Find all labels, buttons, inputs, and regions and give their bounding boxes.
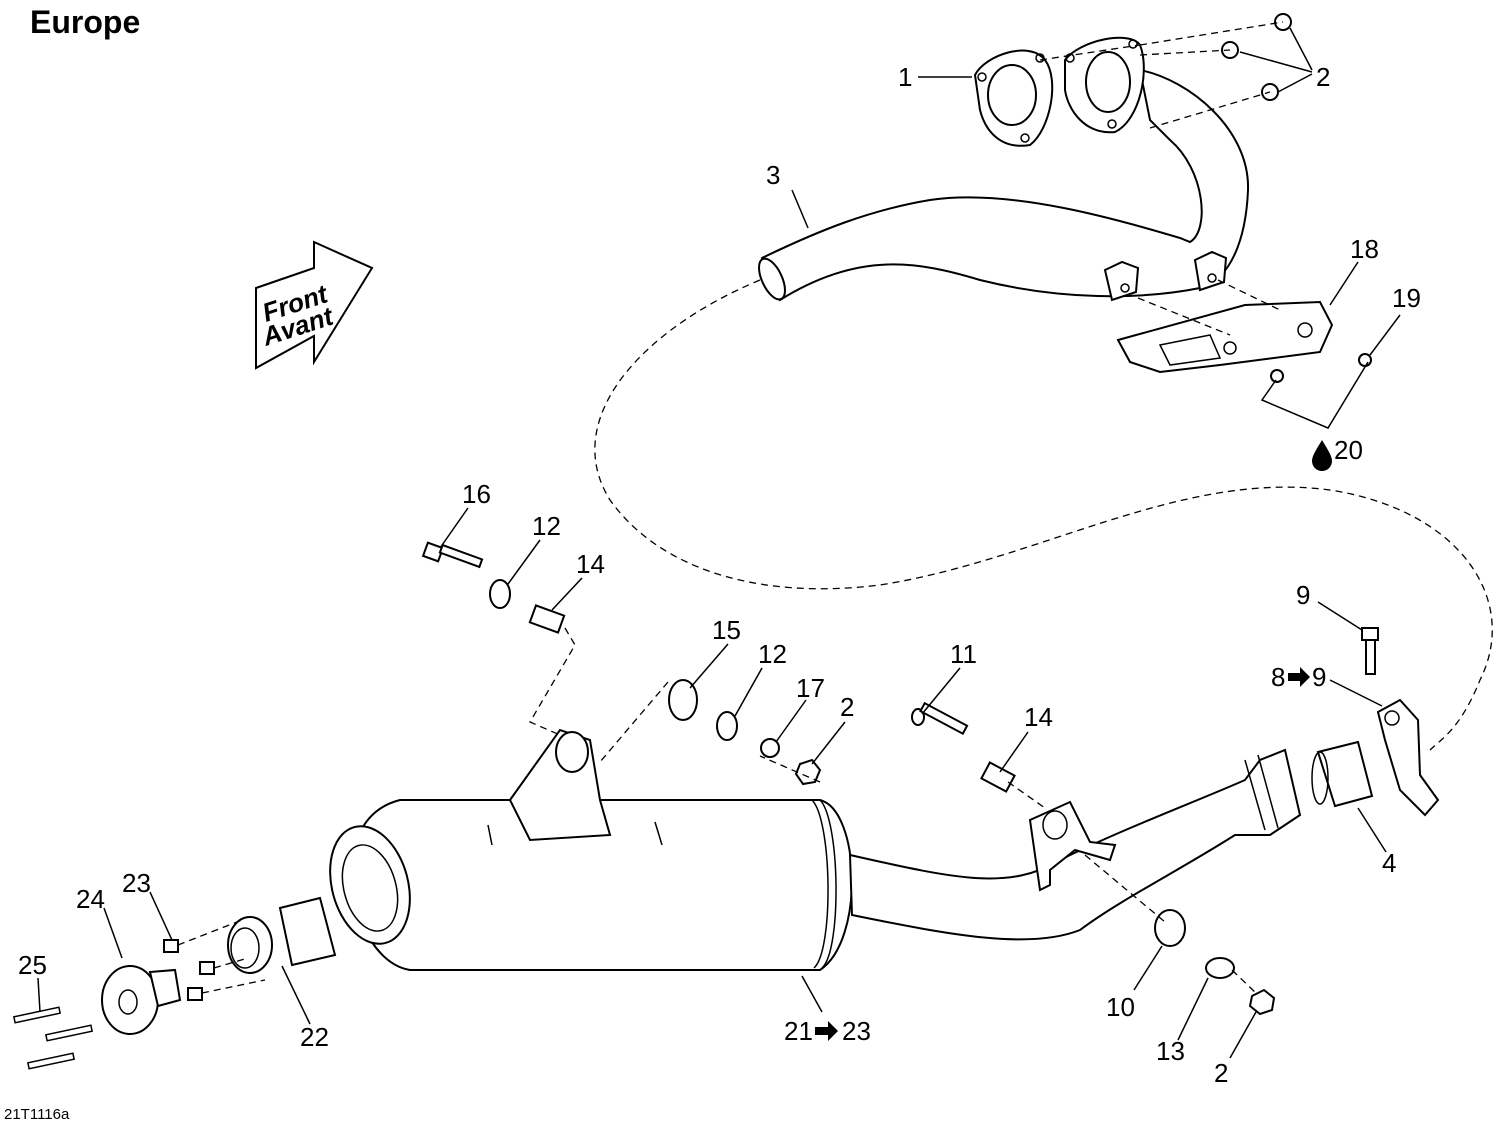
header-flange — [1064, 36, 1145, 134]
callout-16: 16 — [462, 479, 491, 509]
spacer-14-b — [980, 761, 1016, 793]
callout-13: 13 — [1156, 1036, 1185, 1066]
callout-9-range-end: 9 — [1312, 662, 1326, 692]
callout-2: 2 — [840, 692, 854, 722]
callout-19: 19 — [1392, 283, 1421, 313]
callout-18: 18 — [1350, 234, 1379, 264]
leader-lines — [37, 27, 1401, 1059]
callout-2: 2 — [1316, 62, 1330, 92]
callout-23: 23 — [122, 868, 151, 898]
callout-3: 3 — [766, 160, 780, 190]
front-direction-arrow: Front Avant — [255, 240, 374, 370]
callout-9: 9 — [1296, 580, 1310, 610]
callout-12: 12 — [758, 639, 787, 669]
callout-2: 2 — [1214, 1058, 1228, 1088]
callout-11: 11 — [950, 639, 977, 669]
exhaust-gasket — [973, 49, 1054, 147]
drop-icon — [1312, 440, 1332, 471]
mid-pipe — [848, 748, 1302, 941]
callout-20: 20 — [1334, 435, 1363, 465]
pipe-bracket — [1028, 800, 1117, 892]
rear-bracket — [1376, 698, 1440, 817]
callout-8: 8 — [1271, 662, 1285, 692]
long-bolts-25 — [12, 1006, 94, 1070]
spacer-17 — [760, 738, 780, 758]
end-cap — [101, 965, 182, 1035]
header-pipe — [758, 68, 1250, 302]
end-cap-screws — [163, 939, 215, 1001]
muffler — [329, 728, 853, 971]
spacer-14-a — [528, 604, 566, 634]
callout-17: 17 — [796, 673, 825, 703]
callout-25: 25 — [18, 950, 47, 980]
callout-15: 15 — [712, 615, 741, 645]
callout-22: 22 — [300, 1022, 329, 1052]
callout-20-group: 20 — [1312, 435, 1363, 471]
pipe-clamp — [1311, 740, 1374, 808]
bolt-11 — [911, 701, 969, 736]
grommet-15 — [668, 679, 698, 721]
callout-14: 14 — [1024, 702, 1053, 732]
callout-24: 24 — [76, 884, 105, 914]
nut-2-b — [794, 758, 822, 786]
spark-arrester — [227, 896, 337, 974]
shield-screws — [1270, 353, 1372, 383]
callout-12: 12 — [532, 511, 561, 541]
document-reference: 21T1116a — [4, 1106, 70, 1123]
callout-8-to-9: 8 9 — [1271, 662, 1326, 692]
callout-21-to-23: 21 23 — [784, 1016, 871, 1046]
callout-4: 4 — [1382, 848, 1396, 878]
arrow-right-icon — [1288, 667, 1310, 687]
callout-10: 10 — [1106, 992, 1135, 1022]
washer-13 — [1205, 957, 1235, 979]
page-title: Europe — [30, 4, 141, 40]
bolt-9 — [1361, 627, 1379, 675]
washer-12-b — [716, 711, 738, 741]
nut-2-c — [1248, 988, 1276, 1016]
callout-23-range-end: 23 — [842, 1016, 871, 1046]
callout-14: 14 — [576, 549, 605, 579]
bolt-16 — [421, 541, 484, 569]
grommet-10 — [1154, 909, 1186, 947]
arrow-right-icon — [815, 1021, 838, 1041]
callout-21: 21 — [784, 1016, 813, 1046]
washer-12-a — [489, 579, 511, 609]
callout-1: 1 — [898, 62, 912, 92]
heat-shield — [1116, 300, 1334, 374]
routing-loop — [594, 279, 1493, 751]
